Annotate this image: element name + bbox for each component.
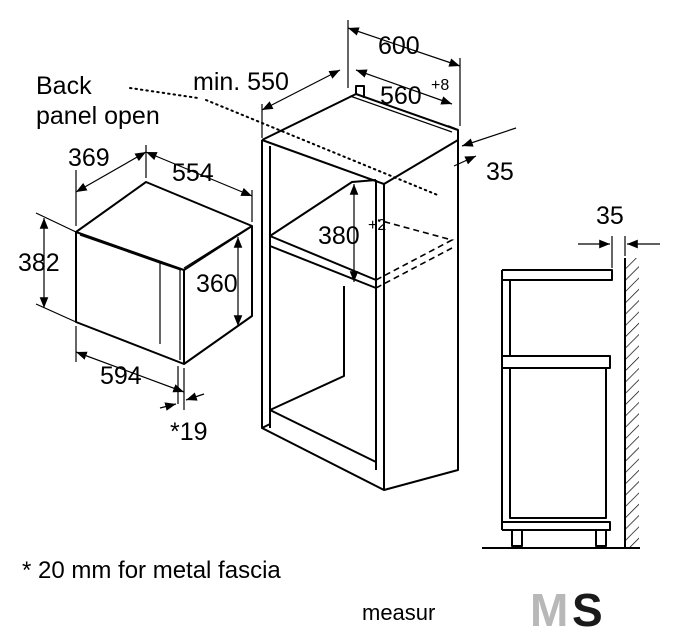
watermark: measur M S: [362, 584, 603, 636]
logo-letter-s: S: [572, 584, 603, 636]
side-gap-dimension: [578, 236, 660, 268]
metal-fascia-footnote: * 20 mm for metal fascia: [22, 557, 281, 584]
back-panel-label-line1: Back: [36, 72, 92, 100]
tall-cabinet: [261, 85, 459, 491]
back-panel-open-line: [129, 87, 441, 197]
width-594-label: 594: [100, 362, 142, 390]
niche-380-label: 380: [318, 222, 360, 250]
fascia-19-label: *19: [170, 418, 208, 446]
watermark-text: measur: [362, 600, 435, 625]
width-560-tolerance: +8: [431, 77, 449, 94]
height-382-label: 382: [18, 249, 60, 277]
microwave-dimensions: [35, 145, 253, 411]
min-550-label: min. 550: [193, 68, 289, 96]
back-panel-label-line2: panel open: [36, 102, 160, 130]
height-360-label: 360: [196, 270, 238, 298]
logo-letter-m: M: [530, 584, 568, 636]
niche-380-tolerance: +2: [368, 217, 386, 234]
cabinet-dimensions: [261, 20, 517, 282]
width-600-label: 600: [378, 32, 420, 60]
side-section-view: [482, 258, 640, 549]
width-554-label: 554: [172, 159, 214, 187]
width-560-label: 560: [380, 82, 422, 110]
side-gap-35-label: 35: [596, 202, 624, 230]
depth-35-label: 35: [486, 158, 514, 186]
depth-369-label: 369: [68, 144, 110, 172]
